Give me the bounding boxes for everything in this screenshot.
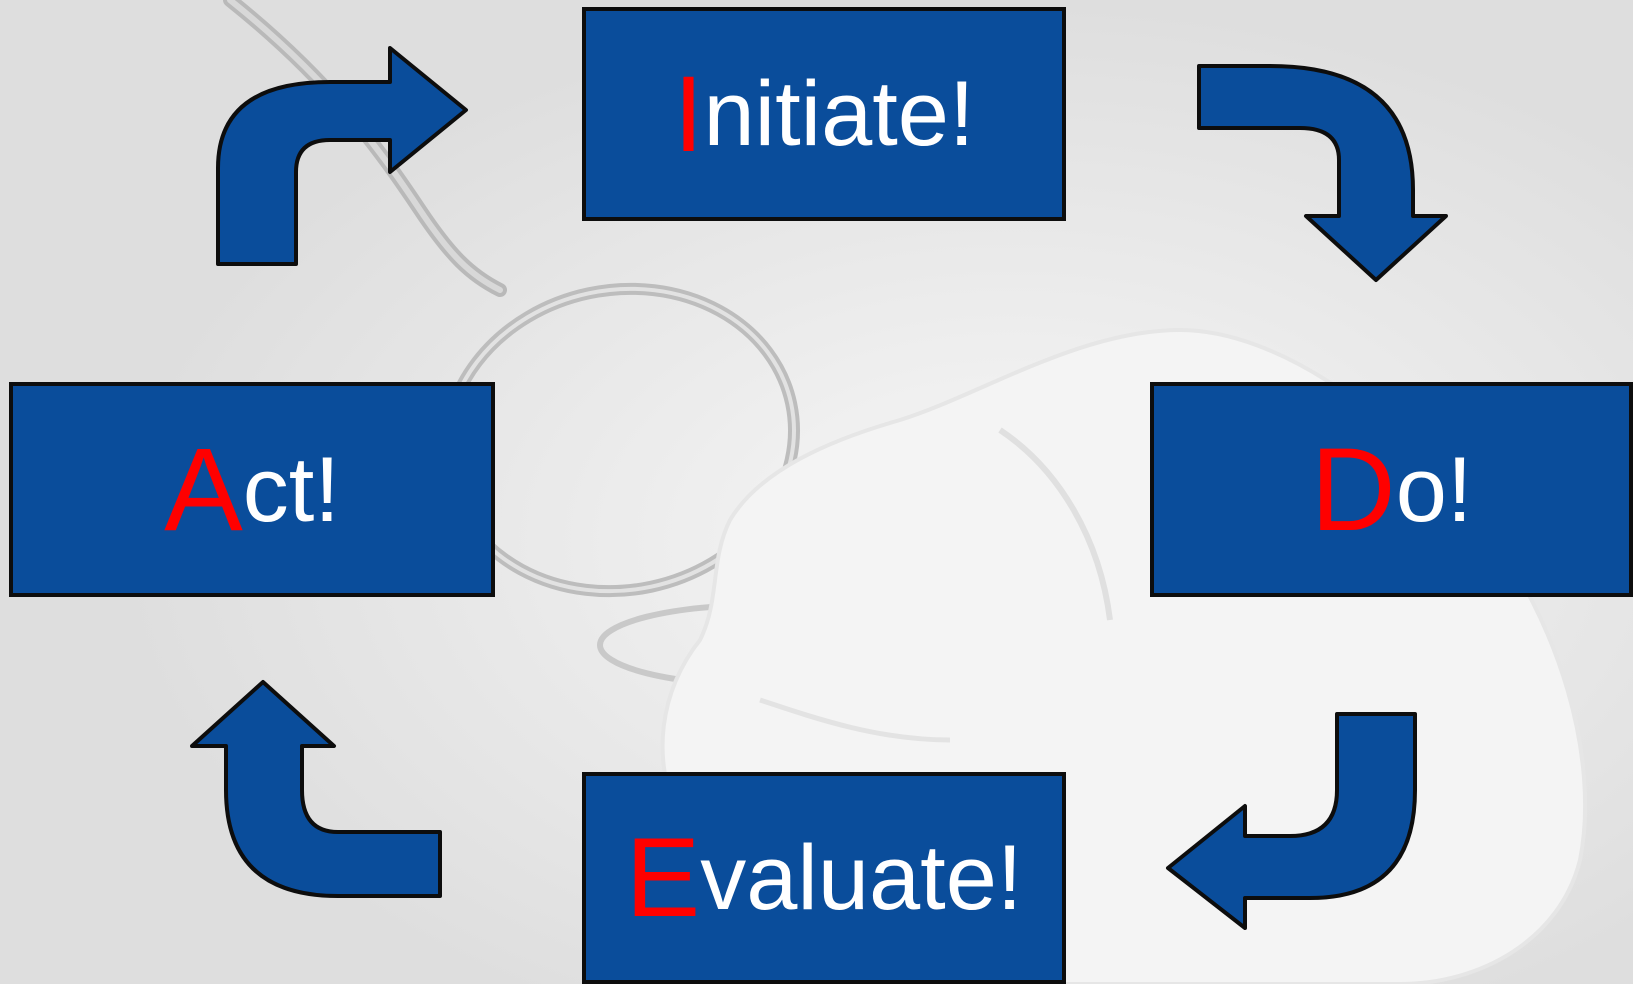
- act-initial: A: [164, 423, 243, 556]
- curved-arrow-left-icon: [1166, 712, 1417, 930]
- do-initial: D: [1310, 423, 1396, 556]
- curved-arrow-down-icon: [1197, 64, 1448, 282]
- evaluate-label: valuate!: [700, 827, 1023, 929]
- curved-arrow-up-icon: [190, 680, 442, 898]
- do-label: o!: [1395, 438, 1473, 541]
- curved-arrow-right-icon: [216, 46, 468, 266]
- act-label: ct!: [242, 438, 340, 541]
- initiate-label: nitiate!: [703, 63, 975, 165]
- evaluate-initial: E: [625, 815, 701, 940]
- initiate-initial: I: [673, 53, 704, 174]
